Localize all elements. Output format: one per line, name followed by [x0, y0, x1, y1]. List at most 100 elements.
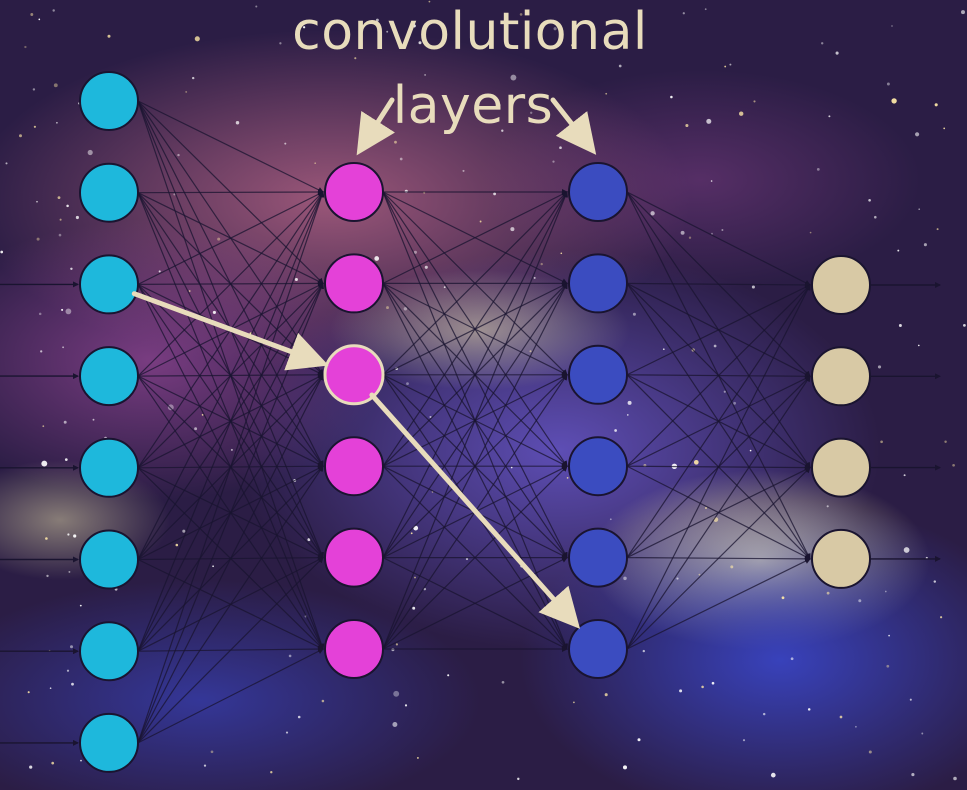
star: [53, 83, 58, 88]
star: [212, 310, 216, 314]
star: [462, 169, 465, 172]
star: [510, 227, 515, 232]
star: [80, 759, 82, 762]
star: [194, 427, 198, 431]
star: [270, 771, 273, 774]
star: [404, 704, 408, 707]
star: [553, 27, 557, 31]
star: [314, 162, 317, 165]
star: [618, 64, 622, 68]
star: [158, 270, 161, 273]
conv1-node: [324, 527, 384, 588]
highlight-arrow: [131, 291, 329, 371]
conv1-node: [324, 619, 384, 679]
star: [858, 599, 862, 603]
caption-pointer-arrow: [356, 97, 395, 156]
star: [742, 739, 746, 742]
star: [933, 580, 936, 583]
highlighted-path: [131, 291, 581, 629]
star: [688, 236, 692, 239]
output-node: [811, 528, 871, 589]
star: [65, 308, 72, 315]
input-node: [79, 437, 139, 498]
star: [917, 344, 920, 347]
star: [533, 276, 536, 279]
star: [609, 518, 612, 521]
caption-line-2: layers: [392, 76, 554, 136]
star: [71, 682, 74, 686]
star: [517, 777, 520, 781]
star: [393, 690, 400, 697]
star: [632, 312, 636, 316]
connection-line: [626, 375, 811, 650]
star: [903, 547, 910, 553]
input-node: [79, 346, 139, 407]
star: [302, 26, 306, 29]
star: [963, 324, 966, 327]
star: [921, 732, 924, 735]
star: [429, 415, 432, 419]
connection-line: [137, 100, 324, 193]
highlight-arrow: [369, 392, 581, 629]
star: [56, 121, 58, 124]
conv1-node: [324, 162, 384, 222]
connection-line: [626, 284, 811, 376]
star: [284, 142, 287, 145]
input-node: [79, 254, 139, 315]
star: [884, 590, 887, 593]
star: [217, 237, 221, 241]
star: [501, 129, 504, 132]
star: [443, 286, 446, 289]
connection-line: [137, 191, 325, 744]
star: [566, 477, 569, 479]
star: [891, 25, 893, 27]
bright-galactic-core: [330, 270, 630, 390]
star: [177, 153, 180, 157]
star: [255, 5, 258, 8]
connection-line: [137, 191, 324, 377]
input-node: [79, 621, 139, 682]
star: [70, 267, 73, 271]
star: [650, 211, 655, 216]
star: [57, 196, 61, 200]
star: [33, 125, 36, 128]
conv2-node: [568, 162, 628, 222]
star: [614, 429, 617, 432]
star: [637, 738, 641, 742]
star: [874, 215, 877, 219]
network-nodes: [79, 71, 871, 773]
star: [399, 157, 403, 161]
input-node: [79, 712, 139, 773]
star: [705, 507, 707, 509]
star: [898, 324, 902, 327]
star: [809, 231, 812, 234]
star: [623, 576, 627, 581]
star: [288, 654, 292, 658]
star: [662, 348, 665, 351]
star: [679, 689, 683, 693]
star: [680, 230, 685, 235]
connection-line: [382, 465, 568, 650]
star: [781, 596, 785, 600]
star: [605, 92, 608, 95]
star: [69, 645, 74, 649]
star: [934, 103, 938, 107]
star: [424, 265, 428, 269]
star: [501, 680, 505, 684]
star: [923, 243, 927, 247]
star: [38, 18, 41, 21]
star: [67, 533, 70, 536]
star: [75, 215, 79, 220]
star: [406, 382, 409, 385]
star: [770, 772, 776, 778]
star: [816, 168, 820, 171]
conv1-node: [323, 344, 385, 406]
star: [354, 57, 357, 60]
star: [412, 606, 416, 610]
input-arrows: [0, 281, 79, 746]
star: [510, 466, 513, 469]
star: [918, 208, 921, 211]
star: [294, 277, 298, 282]
star: [79, 604, 82, 607]
star: [839, 715, 843, 719]
